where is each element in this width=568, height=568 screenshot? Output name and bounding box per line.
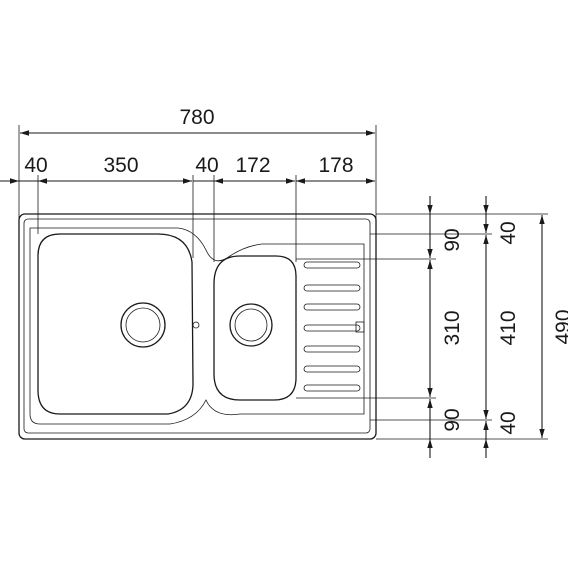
second-bowl-outline <box>213 255 297 401</box>
dim-divider-label: 40 <box>195 154 218 177</box>
dim-column-inner-depth: 40 410 40 <box>483 196 520 458</box>
dim-overall-depth-label: 490 <box>552 309 568 344</box>
sink-outline <box>18 213 377 440</box>
dim-overall-width-label: 780 <box>179 106 214 129</box>
drainer-rib <box>303 284 361 292</box>
drainer-rib <box>303 384 361 392</box>
vertical-extension-lines <box>296 213 548 440</box>
dim-main-bowl-label: 350 <box>103 154 138 177</box>
dim-mid-bottom-label: 40 <box>497 411 520 434</box>
drainer-rib <box>303 303 361 311</box>
overflow-hole <box>192 321 200 329</box>
drainer-area <box>29 227 365 425</box>
main-drain-outer <box>120 302 166 348</box>
tap-hole-marker <box>355 321 365 333</box>
sink-rim-inner <box>23 218 371 434</box>
dim-small-bottom-label: 90 <box>441 408 464 431</box>
dim-small-middle-label: 310 <box>441 310 464 345</box>
drainer-ribs <box>303 261 365 392</box>
dim-column-bowl-depth: 90 310 90 <box>427 196 464 458</box>
main-bowl-outline <box>37 233 194 415</box>
drainer-rib <box>303 261 361 269</box>
second-drain-inner <box>234 308 268 342</box>
dim-mid-middle-label: 410 <box>497 310 520 345</box>
dim-small-top-label: 90 <box>441 228 464 251</box>
sink-rim-outer <box>18 213 377 440</box>
dim-second-bowl-label: 172 <box>235 154 270 177</box>
dim-overall-depth: 490 <box>539 215 568 438</box>
dim-mid-top-label: 40 <box>497 221 520 244</box>
second-drain-outer <box>229 303 273 347</box>
second-bowl <box>213 255 297 401</box>
main-drain-inner <box>125 307 161 343</box>
drainer-rib <box>303 345 361 353</box>
dim-left-edge-label: 40 <box>24 154 47 177</box>
dim-overall-width: 780 <box>20 106 375 136</box>
horizontal-extension-lines <box>18 125 377 262</box>
dim-drainer-label: 178 <box>318 154 353 177</box>
dim-row-width-breakdown: 40 350 40 172 178 <box>0 154 375 184</box>
main-bowl <box>37 233 200 415</box>
drainer-rib <box>303 365 361 373</box>
drainer-rib <box>303 324 361 332</box>
